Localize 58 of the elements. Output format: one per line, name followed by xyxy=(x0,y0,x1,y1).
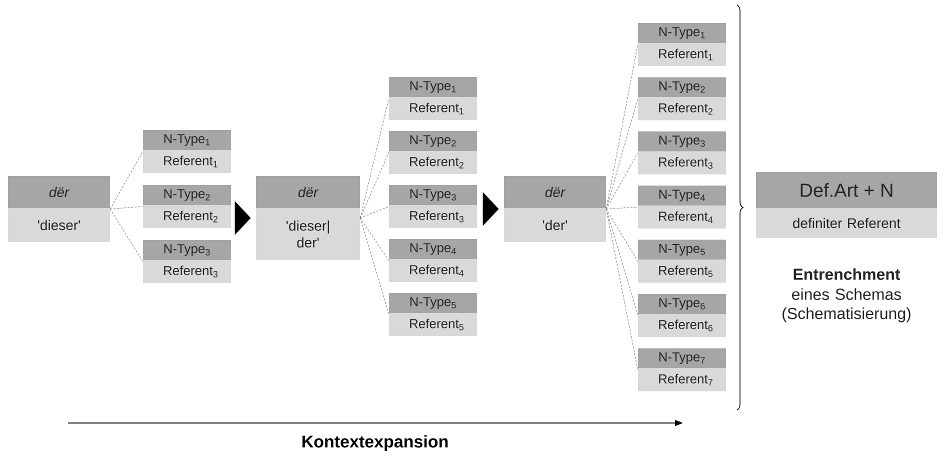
connector-line xyxy=(360,152,390,218)
node-label: N-Type$_{3}$ xyxy=(164,244,210,256)
term-box: N-Type$_{5}$ Referent$_{5}$ xyxy=(389,293,477,336)
node-label: N-Type$_{1}$ xyxy=(659,27,705,39)
node-label: N-Type$_{1}$ xyxy=(410,81,456,93)
term-box: N-Type$_{2}$ Referent$_{2}$ xyxy=(143,185,231,228)
term-box: N-Type$_{3}$ Referent$_{3}$ xyxy=(143,240,231,283)
term-box: N-Type$_{7}$ Referent$_{7}$ xyxy=(638,348,726,392)
connector-line xyxy=(360,218,390,315)
connector-line xyxy=(606,152,638,210)
node-label: dër xyxy=(49,186,70,198)
connector-line xyxy=(110,151,144,210)
node-label: N-Type$_{4}$ xyxy=(410,243,456,255)
arrow xyxy=(482,192,499,226)
node-label: N-Type$_{7}$ xyxy=(659,352,705,364)
node-label: N-Type$_{5}$ xyxy=(659,244,705,256)
node-label: N-Type$_{4}$ xyxy=(659,190,705,202)
node-label: N-Type$_{6}$ xyxy=(659,298,705,310)
axis-label: Kontextexpansion xyxy=(302,435,448,451)
term-box: N-Type$_{3}$ Referent$_{3}$ xyxy=(638,131,726,174)
connector-line xyxy=(360,206,390,218)
term-box: N-Type$_{1}$ Referent$_{1}$ xyxy=(389,77,477,120)
node-label: dër xyxy=(545,186,566,198)
arrow xyxy=(234,201,251,235)
connector-line xyxy=(110,208,144,262)
term-box: N-Type$_{1}$ Referent$_{1}$ xyxy=(638,23,726,66)
node-label: N-Type$_{2}$ xyxy=(410,135,456,147)
term-box: Def.Art + N definiter Referent xyxy=(756,172,937,238)
connector-line xyxy=(606,208,638,370)
node-label: N-Type$_{3}$ xyxy=(410,189,456,201)
connector-line xyxy=(360,98,390,218)
term-box: N-Type$_{4}$ Referent$_{4}$ xyxy=(389,239,477,282)
connector-line xyxy=(606,206,638,210)
node-label: N-Type$_{2}$ xyxy=(164,189,210,201)
connector-line xyxy=(606,208,638,316)
note-text: Entrenchment xyxy=(794,268,900,280)
term-box: N-Type$_{6}$ Referent$_{6}$ xyxy=(638,294,726,337)
node-label: dër xyxy=(298,186,319,198)
connector-line xyxy=(606,208,638,262)
term-box: dër 'der' xyxy=(504,176,606,242)
term-box: dër 'dieser' xyxy=(8,176,110,242)
term-box: N-Type$_{5}$ Referent$_{5}$ xyxy=(638,240,726,283)
node-label: N-Type$_{3}$ xyxy=(659,136,705,148)
connector-line xyxy=(110,206,144,210)
node-label: N-Type$_{2}$ xyxy=(659,81,705,94)
term-box: N-Type$_{3}$ Referent$_{3}$ xyxy=(389,185,477,228)
term-box: N-Type$_{2}$ Referent$_{2}$ xyxy=(389,131,477,174)
term-box: N-Type$_{2}$ Referent$_{2}$ xyxy=(638,77,726,120)
connector-line xyxy=(606,44,638,210)
node-label: N-Type$_{5}$ xyxy=(410,297,456,309)
note-text: eines Schemas (Schematisierung) xyxy=(782,288,910,322)
node-label: N-Type$_{1}$ xyxy=(164,134,210,146)
connector-line xyxy=(606,98,638,210)
term-box: N-Type$_{1}$ Referent$_{1}$ xyxy=(143,130,231,173)
node-label: definiter Referent xyxy=(793,218,900,228)
term-box: dër 'dieser| der' xyxy=(256,176,360,260)
connector-line xyxy=(360,218,390,261)
term-box: N-Type$_{4}$ Referent$_{4}$ xyxy=(638,186,726,229)
